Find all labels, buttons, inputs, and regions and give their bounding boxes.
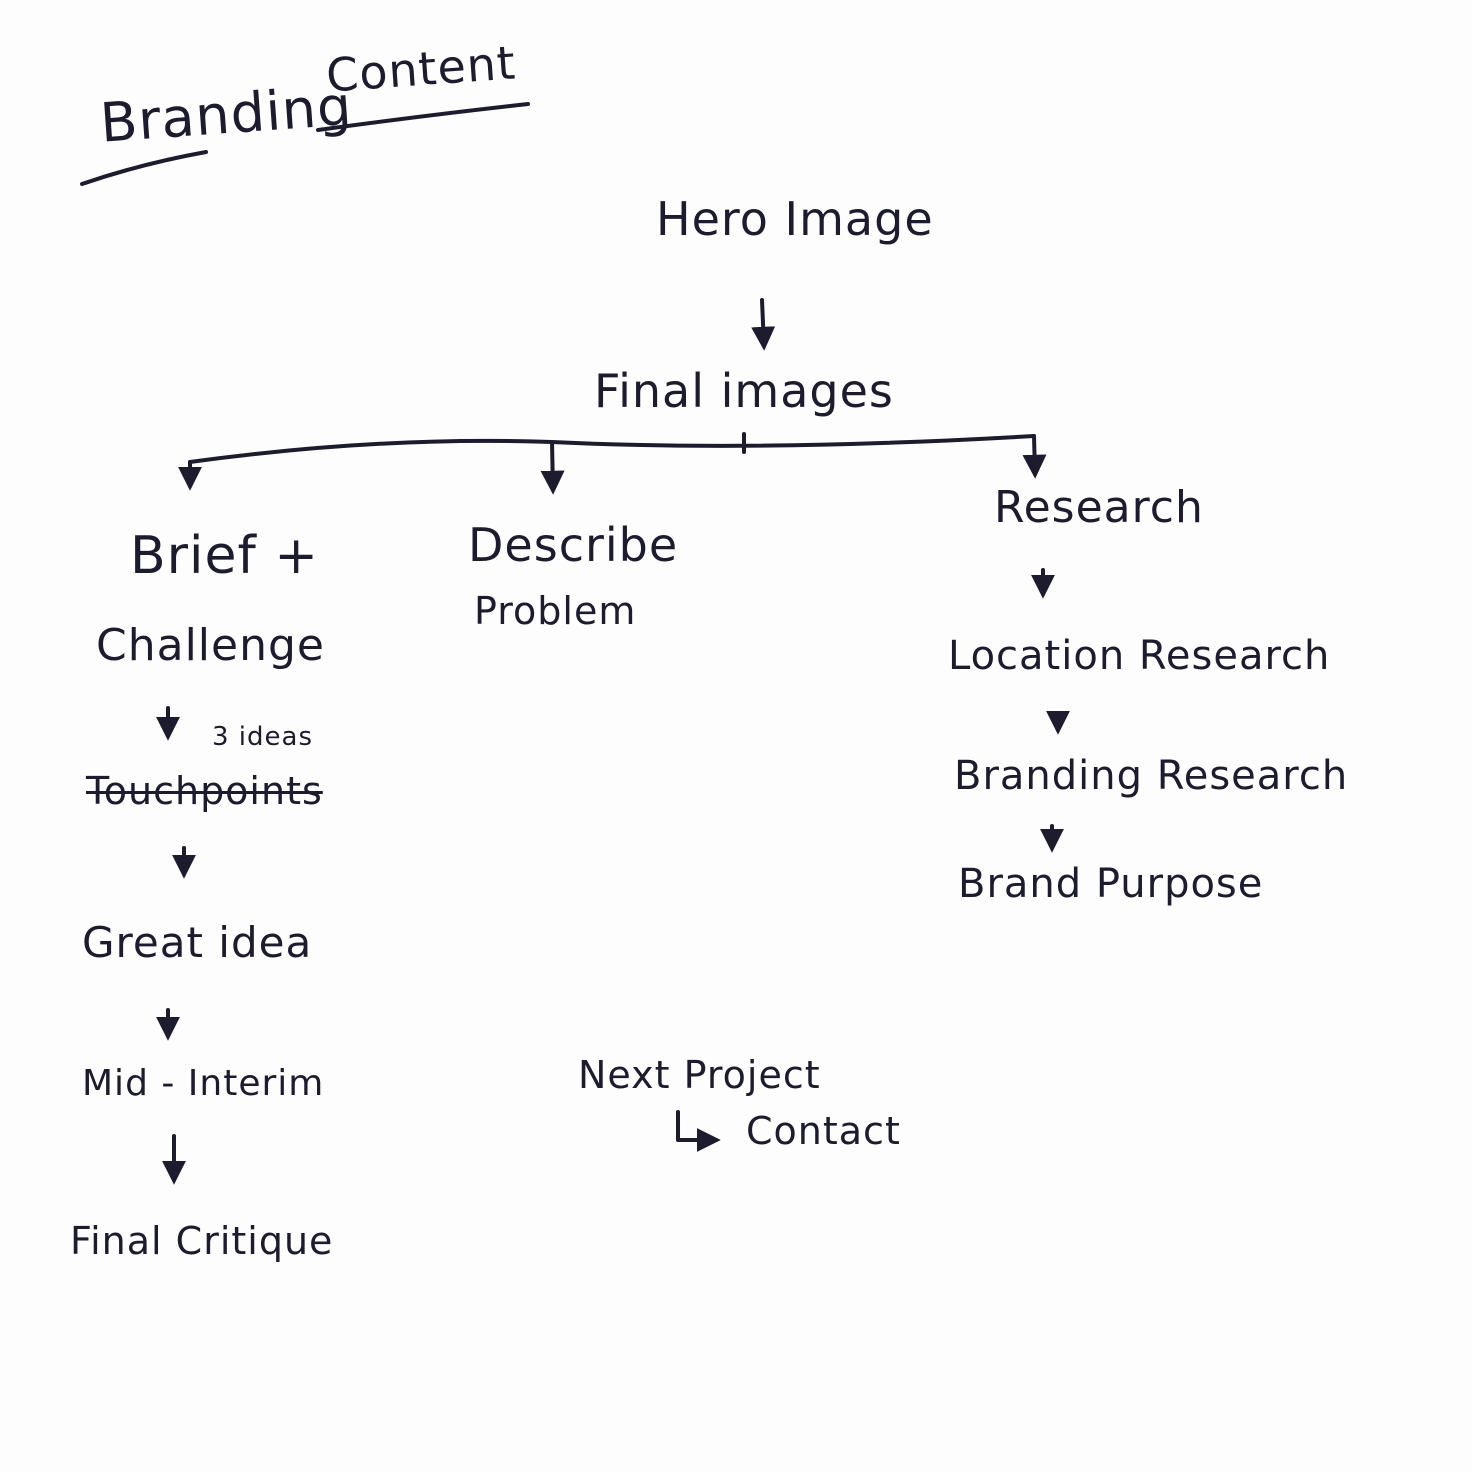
title-underline-content (316, 102, 530, 132)
arrow-to-describe (540, 440, 565, 495)
node-brand-purpose: Brand Purpose (958, 861, 1264, 907)
title-underline-branding (80, 150, 208, 186)
node-final-critique: Final Critique (70, 1219, 334, 1263)
branch-bar (188, 434, 1036, 464)
node-touchpoints-struck: Touchpoints (86, 769, 323, 813)
node-mid-interim: Mid - Interim (82, 1063, 325, 1104)
node-describe: Describe (468, 518, 679, 572)
node-research: Research (994, 482, 1204, 533)
node-problem: Problem (474, 589, 637, 633)
node-next-project: Next Project (578, 1053, 821, 1097)
title-content: Content (324, 35, 518, 103)
node-location-research: Location Research (948, 633, 1331, 679)
node-final-images: Final images (594, 364, 894, 418)
note-three-ideas: 3 ideas (212, 722, 314, 752)
arrow-hero-to-final-images (751, 298, 776, 351)
node-great-idea: Great idea (82, 918, 313, 967)
node-hero-image: Hero Image (656, 192, 934, 246)
node-branding-research: Branding Research (954, 753, 1349, 799)
node-challenge: Challenge (96, 620, 325, 671)
arrow-next-project-to-contact (676, 1110, 721, 1152)
node-brief: Brief + (130, 526, 319, 586)
arrow-to-research (1022, 434, 1047, 479)
node-contact: Contact (746, 1109, 901, 1153)
